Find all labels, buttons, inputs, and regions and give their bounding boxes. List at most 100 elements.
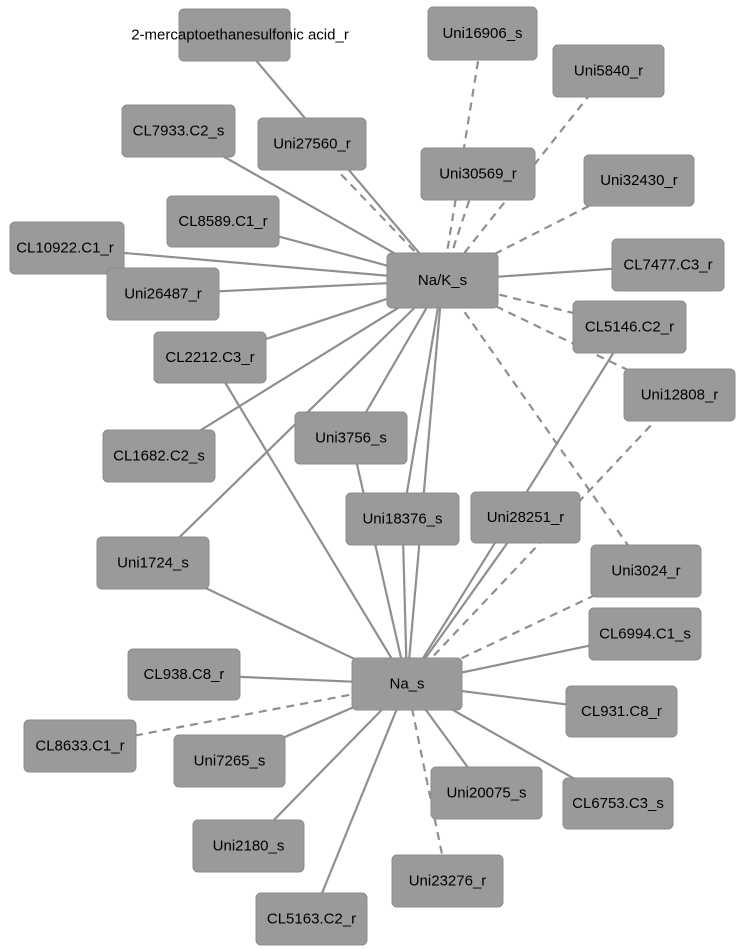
node-label: Uni1724_s xyxy=(117,555,189,572)
edge-u2180-na xyxy=(247,683,408,847)
node-cl5163[interactable]: CL5163.C2_r xyxy=(255,892,368,946)
edge-u18376-nak xyxy=(401,280,444,520)
node-cl8633[interactable]: CL8633.C1_r xyxy=(23,719,137,773)
node-cl1682[interactable]: CL1682.C2_s xyxy=(102,429,216,483)
node-u20075[interactable]: Uni20075_s xyxy=(430,766,543,820)
node-cl931[interactable]: CL931.C8_r xyxy=(565,685,678,738)
node-box xyxy=(345,492,460,546)
node-box xyxy=(121,104,236,158)
node-label: Uni7265_s xyxy=(194,753,266,770)
node-box xyxy=(430,766,543,820)
node-label: Uni12808_r xyxy=(641,387,719,404)
node-u26487[interactable]: Uni26487_r xyxy=(106,267,220,321)
node-label: Uni16906_s xyxy=(442,25,522,42)
node-box xyxy=(351,657,463,711)
node-box xyxy=(391,854,504,908)
node-cl5146[interactable]: CL5146.C2_r xyxy=(572,300,687,354)
node-label: Uni18376_s xyxy=(362,511,442,528)
node-label: Na/K_s xyxy=(418,272,467,289)
node-u5840[interactable]: Uni5840_r xyxy=(552,44,665,98)
node-cl7477[interactable]: CL7477.C3_r xyxy=(611,238,725,292)
node-box xyxy=(572,300,687,354)
node-u28251[interactable]: Uni28251_r xyxy=(470,491,581,544)
node-u27560[interactable]: Uni27560_r xyxy=(257,117,367,171)
node-box xyxy=(611,238,725,292)
edge-cl2212-na xyxy=(209,356,408,685)
node-label: CL931.C8_r xyxy=(581,703,662,720)
node-cl6994[interactable]: CL6994.C1_s xyxy=(588,607,702,661)
node-mesna[interactable]: 2-mercaptoethanesulfonic acid_r xyxy=(131,8,349,62)
edge-nak-na xyxy=(405,280,444,685)
node-label: CL7933.C2_s xyxy=(133,123,225,140)
node-u3024[interactable]: Uni3024_r xyxy=(590,544,702,598)
node-box xyxy=(23,719,137,773)
node-box xyxy=(127,648,241,701)
node-box xyxy=(257,117,367,171)
node-label: CL6753.C3_s xyxy=(572,795,664,812)
node-label: CL10922.C1_r xyxy=(16,240,114,257)
edge-cl5163-na xyxy=(310,683,409,920)
node-box xyxy=(623,368,736,422)
node-box xyxy=(166,195,280,248)
node-box xyxy=(470,491,581,544)
node-label: CL1682.C2_s xyxy=(113,448,205,465)
node-box xyxy=(9,221,125,275)
node-cl8589[interactable]: CL8589.C1_r xyxy=(166,195,280,248)
edge-u3024-nak xyxy=(441,279,647,572)
node-box xyxy=(255,892,368,946)
node-box xyxy=(102,429,216,483)
node-label: Uni30569_r xyxy=(439,166,517,183)
node-u18376[interactable]: Uni18376_s xyxy=(345,492,460,546)
node-label: CL938.C8_r xyxy=(144,666,225,683)
node-layer: Na/K_sNa_s 2-mercaptoethanesulfonic acid_… xyxy=(9,6,736,946)
node-u23276[interactable]: Uni23276_r xyxy=(391,854,504,908)
node-cl10922[interactable]: CL10922.C1_r xyxy=(9,221,125,275)
node-label: Uni5840_r xyxy=(574,63,643,80)
node-box xyxy=(294,411,408,465)
node-box xyxy=(178,8,291,62)
node-u30569[interactable]: Uni30569_r xyxy=(420,147,536,201)
node-label: CL8589.C1_r xyxy=(178,213,267,230)
node-cl938[interactable]: CL938.C8_r xyxy=(127,648,241,701)
node-label: Uni27560_r xyxy=(273,136,351,153)
node-cl6753[interactable]: CL6753.C3_s xyxy=(562,777,674,830)
node-u12808[interactable]: Uni12808_r xyxy=(623,368,736,422)
node-box xyxy=(562,777,674,830)
node-box xyxy=(552,44,665,98)
node-label: Uni2180_s xyxy=(213,838,285,855)
node-box xyxy=(153,331,267,384)
node-box xyxy=(173,734,286,788)
node-label: CL2212.C3_r xyxy=(165,349,254,366)
node-box xyxy=(427,6,538,61)
node-box xyxy=(386,252,499,309)
node-label: CL6994.C1_s xyxy=(599,626,691,643)
edge-cl1682-nak xyxy=(158,279,444,457)
node-u7265[interactable]: Uni7265_s xyxy=(173,734,286,788)
node-u2180[interactable]: Uni2180_s xyxy=(192,819,305,873)
node-label: CL5163.C2_r xyxy=(267,911,356,928)
node-cl7933[interactable]: CL7933.C2_s xyxy=(121,104,236,158)
node-label: CL5146.C2_r xyxy=(585,319,674,336)
node-box xyxy=(106,267,220,321)
node-u32430[interactable]: Uni32430_r xyxy=(583,154,695,207)
node-nak[interactable]: Na/K_s xyxy=(386,252,499,309)
node-u16906[interactable]: Uni16906_s xyxy=(427,6,538,61)
node-label: Uni3756_s xyxy=(315,430,387,447)
edge-u28251-na xyxy=(406,516,527,685)
node-box xyxy=(420,147,536,201)
edge-u18376-na xyxy=(401,518,409,685)
node-box xyxy=(565,685,678,738)
edge-cl10922-nak xyxy=(66,246,443,282)
node-label: Uni28251_r xyxy=(487,509,565,526)
node-label: CL8633.C1_r xyxy=(35,738,124,755)
node-box xyxy=(583,154,695,207)
node-cl2212[interactable]: CL2212.C3_r xyxy=(153,331,267,384)
node-na[interactable]: Na_s xyxy=(351,657,463,711)
node-label: Uni3024_r xyxy=(611,563,680,580)
node-box xyxy=(96,536,210,590)
node-u1724[interactable]: Uni1724_s xyxy=(96,536,210,590)
node-u3756[interactable]: Uni3756_s xyxy=(294,411,408,465)
node-label: Uni23276_r xyxy=(409,873,487,890)
node-box xyxy=(590,544,702,598)
